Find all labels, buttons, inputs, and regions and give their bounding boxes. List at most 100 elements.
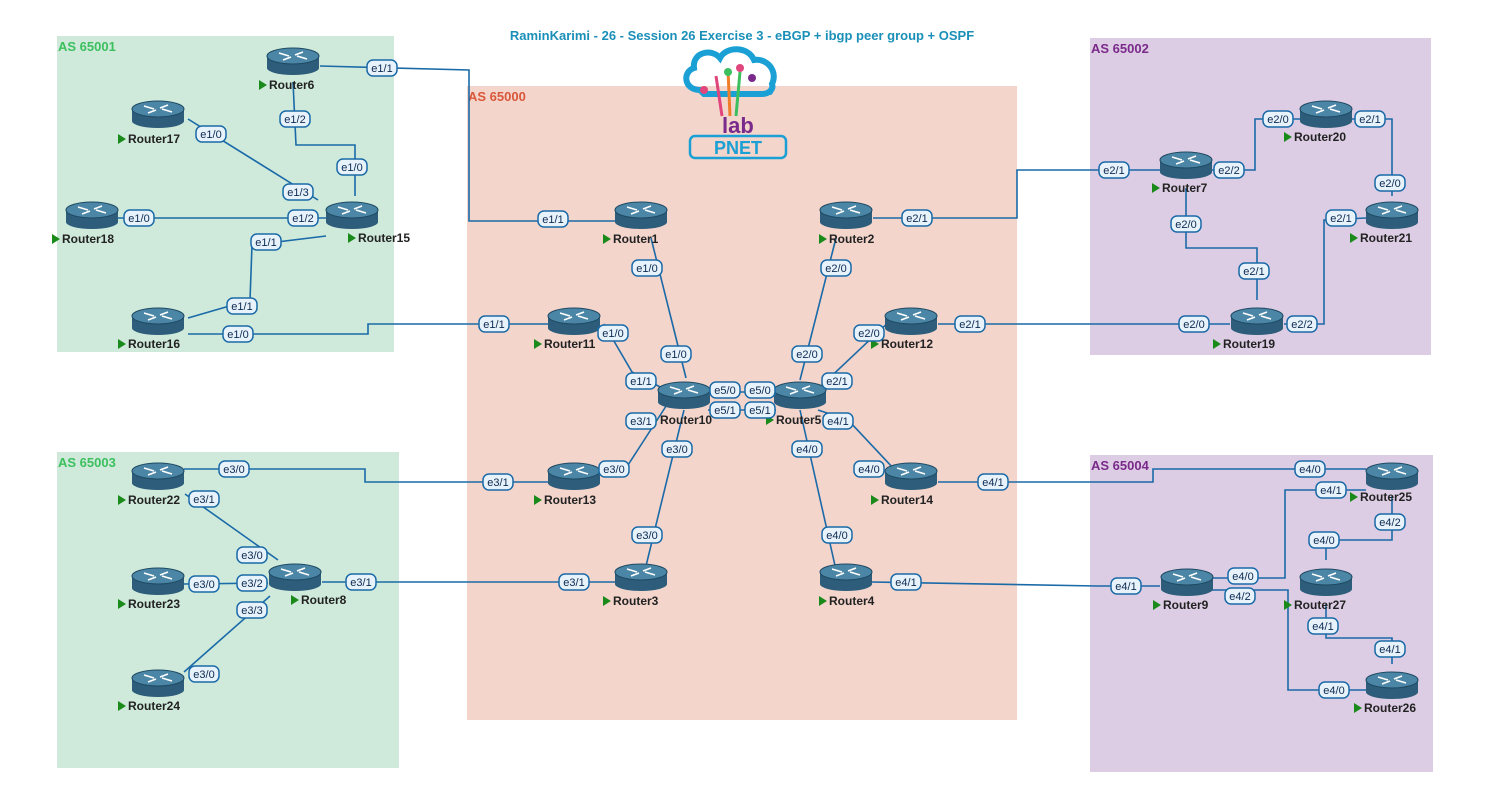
- port-badge[interactable]: e3/0: [598, 460, 630, 478]
- port-badge[interactable]: e3/0: [631, 526, 663, 544]
- port-badge[interactable]: e3/0: [661, 440, 693, 458]
- port-badge[interactable]: e2/0: [820, 259, 852, 277]
- port-badge[interactable]: e3/0: [188, 575, 220, 593]
- port-badge[interactable]: e2/1: [1098, 161, 1130, 179]
- play-icon[interactable]: [118, 134, 126, 144]
- port-badge[interactable]: e2/1: [1354, 110, 1386, 128]
- port-badge[interactable]: e1/1: [226, 297, 258, 315]
- play-icon[interactable]: [1284, 600, 1292, 610]
- port-badge[interactable]: e2/1: [901, 209, 933, 227]
- router-r11[interactable]: Router11: [534, 307, 601, 351]
- port-badge[interactable]: e5/1: [709, 401, 741, 419]
- port-badge[interactable]: e4/1: [1374, 640, 1406, 658]
- port-badge[interactable]: e4/1: [822, 412, 854, 430]
- port-badge[interactable]: e4/0: [853, 460, 885, 478]
- play-icon[interactable]: [603, 596, 611, 606]
- link-r14-r25[interactable]: [938, 468, 1366, 483]
- router-r17[interactable]: Router17: [118, 100, 185, 146]
- play-icon[interactable]: [52, 234, 60, 244]
- port-badge[interactable]: e4/0: [1294, 460, 1326, 478]
- play-icon[interactable]: [1213, 339, 1221, 349]
- play-icon[interactable]: [118, 339, 126, 349]
- port-badge[interactable]: e3/3: [236, 601, 268, 619]
- port-badge[interactable]: e2/1: [1325, 209, 1357, 227]
- port-badge[interactable]: e1/0: [336, 158, 368, 176]
- router-r9[interactable]: Router9: [1153, 568, 1214, 612]
- port-badge[interactable]: e2/1: [821, 372, 853, 390]
- port-badge[interactable]: e5/0: [709, 381, 741, 399]
- port-badge[interactable]: e1/0: [660, 345, 692, 363]
- router-r2[interactable]: Router2: [819, 201, 875, 246]
- port-badge[interactable]: e3/0: [236, 546, 268, 564]
- port-badge[interactable]: e2/0: [1178, 315, 1210, 333]
- link-r16-r15[interactable]: [187, 235, 327, 319]
- router-r6[interactable]: Router6: [259, 47, 320, 92]
- router-r18[interactable]: Router18: [52, 201, 119, 246]
- play-icon[interactable]: [259, 80, 267, 90]
- router-r19[interactable]: Router19: [1213, 307, 1284, 351]
- port-badge[interactable]: e2/0: [1374, 174, 1406, 192]
- port-badge[interactable]: e1/1: [366, 59, 398, 77]
- port-badge[interactable]: e1/0: [597, 324, 629, 342]
- port-badge[interactable]: e1/0: [222, 325, 254, 343]
- play-icon[interactable]: [348, 233, 356, 243]
- router-r22[interactable]: Router22: [118, 462, 185, 507]
- port-badge[interactable]: e2/0: [1262, 110, 1294, 128]
- link-r16-r11[interactable]: [188, 323, 548, 335]
- play-icon[interactable]: [871, 495, 879, 505]
- play-icon[interactable]: [1350, 233, 1358, 243]
- port-badge[interactable]: e1/0: [631, 259, 663, 277]
- play-icon[interactable]: [603, 234, 611, 244]
- router-r27[interactable]: Router27: [1284, 568, 1353, 612]
- play-icon[interactable]: [1284, 132, 1292, 142]
- link-r22-r13[interactable]: [184, 468, 548, 483]
- router-r16[interactable]: Router16: [118, 307, 185, 351]
- router-r1[interactable]: Router1: [603, 201, 668, 246]
- play-icon[interactable]: [118, 495, 126, 505]
- port-badge[interactable]: e2/2: [1213, 161, 1245, 179]
- router-r23[interactable]: Router23: [118, 567, 185, 611]
- play-icon[interactable]: [534, 339, 542, 349]
- port-badge[interactable]: e2/0: [791, 345, 823, 363]
- port-badge[interactable]: e1/0: [123, 209, 155, 227]
- play-icon[interactable]: [1152, 183, 1160, 193]
- link-r2-r7[interactable]: [873, 169, 1160, 219]
- port-badge[interactable]: e3/0: [188, 665, 220, 683]
- router-r24[interactable]: Router24: [118, 669, 185, 713]
- port-badge[interactable]: e2/2: [1286, 315, 1318, 333]
- play-icon[interactable]: [1350, 492, 1358, 502]
- router-r15[interactable]: Router15: [325, 201, 410, 245]
- port-badge[interactable]: e5/0: [744, 381, 776, 399]
- router-r14[interactable]: Router14: [871, 462, 938, 507]
- port-badge[interactable]: e3/1: [482, 473, 514, 491]
- router-r13[interactable]: Router13: [534, 462, 601, 507]
- router-r7[interactable]: Router7: [1152, 151, 1213, 195]
- port-badge[interactable]: e1/2: [287, 209, 319, 227]
- router-r3[interactable]: Router3: [603, 563, 668, 608]
- play-icon[interactable]: [1354, 703, 1362, 713]
- port-badge[interactable]: e2/0: [853, 324, 885, 342]
- port-badge[interactable]: e4/1: [1307, 617, 1339, 635]
- router-r4[interactable]: Router4: [819, 563, 875, 608]
- port-badge[interactable]: e3/1: [558, 573, 590, 591]
- port-badge[interactable]: e3/2: [236, 574, 268, 592]
- port-badge[interactable]: e4/0: [1308, 531, 1340, 549]
- play-icon[interactable]: [118, 701, 126, 711]
- play-icon[interactable]: [1153, 600, 1161, 610]
- port-badge[interactable]: e2/1: [1238, 262, 1270, 280]
- play-icon[interactable]: [819, 234, 827, 244]
- port-badge[interactable]: e4/0: [1318, 681, 1350, 699]
- port-badge[interactable]: e4/2: [1224, 587, 1256, 605]
- play-icon[interactable]: [819, 596, 827, 606]
- router-r26[interactable]: Router26: [1354, 671, 1419, 715]
- router-r25[interactable]: Router25: [1350, 462, 1419, 504]
- port-badge[interactable]: e1/2: [279, 110, 311, 128]
- port-badge[interactable]: e4/0: [1227, 567, 1259, 585]
- port-badge[interactable]: e1/1: [250, 233, 282, 251]
- port-badge[interactable]: e2/0: [1170, 215, 1202, 233]
- port-badge[interactable]: e3/1: [625, 412, 657, 430]
- play-icon[interactable]: [118, 599, 126, 609]
- port-badge[interactable]: e1/0: [195, 125, 227, 143]
- port-badge[interactable]: e3/0: [218, 460, 250, 478]
- port-badge[interactable]: e1/1: [537, 210, 569, 228]
